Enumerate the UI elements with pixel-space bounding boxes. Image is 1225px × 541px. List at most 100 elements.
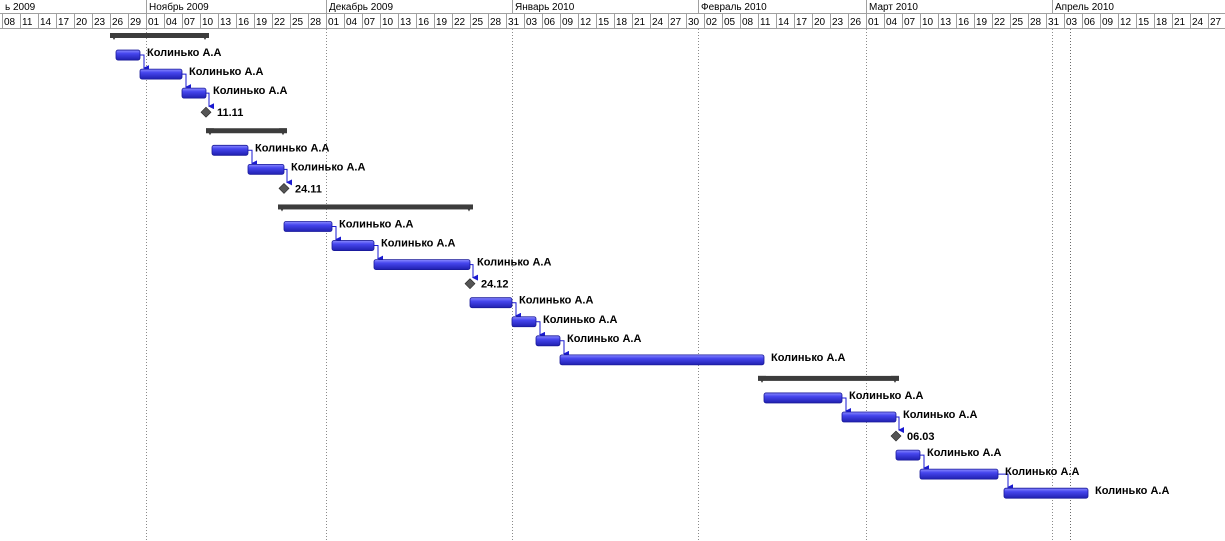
day-label: 28 — [490, 17, 502, 28]
day-label: 13 — [940, 17, 952, 28]
task: Колинько А.А — [841, 409, 977, 423]
day-label: 12 — [580, 17, 592, 28]
day-label: 14 — [778, 17, 790, 28]
day-label: 12 — [1120, 17, 1132, 28]
dependency-links — [140, 54, 1013, 491]
summary-bar — [758, 375, 899, 381]
summary-bar — [110, 33, 209, 38]
milestone-diamond — [200, 106, 212, 118]
summary-end-cap — [279, 128, 287, 136]
task-resource-label: Колинько А.А — [771, 352, 845, 364]
day-label: 26 — [850, 17, 862, 28]
task-bar — [181, 87, 207, 99]
task: Колинько А.А — [181, 85, 287, 99]
day-label: 22 — [274, 17, 286, 28]
task-bar — [763, 392, 843, 404]
day-label: 19 — [436, 17, 448, 28]
task-bars: Колинько А.А Колинько А.А Колинько А.А 11.1… — [110, 33, 1169, 499]
day-label: 17 — [796, 17, 808, 28]
day-label: 11 — [760, 17, 771, 28]
task: Колинько А.А — [139, 66, 263, 80]
task: Колинько А.А — [895, 447, 1001, 461]
task: Колинько А.А — [535, 333, 641, 347]
day-label: 22 — [994, 17, 1006, 28]
task-resource-label: Колинько А.А — [927, 447, 1001, 459]
timescale-gridlines — [146, 29, 1071, 541]
task-bar — [535, 335, 561, 347]
task-resource-label: Колинько А.А — [255, 142, 329, 154]
summary-task — [110, 33, 209, 40]
day-label: 31 — [508, 17, 520, 28]
dependency-link — [560, 340, 569, 357]
day-label: 10 — [202, 17, 214, 28]
day-label: 01 — [868, 17, 880, 28]
day-label: 10 — [922, 17, 934, 28]
day-label: 01 — [148, 17, 160, 28]
milestone-date-label: 24.12 — [481, 279, 509, 291]
summary-start-cap — [758, 375, 766, 383]
dependency-link — [920, 454, 929, 472]
day-label: 21 — [1174, 17, 1186, 28]
day-label: 06 — [1084, 17, 1096, 28]
day-label: 01 — [328, 17, 340, 28]
summary-start-cap — [278, 204, 286, 212]
task: Колинько А.А — [511, 314, 617, 328]
day-label: 22 — [454, 17, 466, 28]
day-label: 04 — [346, 17, 358, 28]
task-resource-label: Колинько А.А — [1005, 466, 1079, 478]
dependency-link — [248, 149, 257, 167]
milestone: 24.12 — [464, 278, 509, 291]
task: Колинько А.А — [247, 161, 365, 175]
summary-task — [206, 128, 287, 136]
month-label: Ноябрь 2009 — [149, 1, 209, 13]
task-bar — [469, 297, 513, 309]
dependency-link — [998, 473, 1013, 491]
task-resource-label: Колинько А.А — [189, 66, 263, 78]
task-bar — [283, 221, 333, 232]
milestone-diamond — [890, 430, 902, 442]
day-label: 16 — [238, 17, 250, 28]
dependency-link — [896, 416, 904, 434]
task-bar — [247, 163, 285, 175]
day-label: 11 — [22, 17, 33, 28]
day-label: 29 — [130, 17, 142, 28]
task-bar — [1003, 487, 1089, 499]
task: Колинько А.А — [469, 295, 593, 309]
task-resource-label: Колинько А.А — [381, 238, 455, 250]
day-label: 15 — [1138, 17, 1150, 28]
day-label: 23 — [94, 17, 106, 28]
task-bar — [895, 449, 921, 461]
summary-task — [758, 375, 899, 383]
month-label: Декабрь 2009 — [329, 1, 393, 13]
dependency-link — [332, 226, 341, 243]
task-resource-label: Колинько А.А — [1095, 485, 1169, 497]
day-label: 21 — [634, 17, 646, 28]
task-bar — [919, 468, 999, 480]
day-label: 04 — [886, 17, 898, 28]
milestone-diamond — [464, 278, 476, 290]
day-label: 03 — [526, 17, 538, 28]
dependency-link — [470, 264, 478, 281]
day-label: 25 — [292, 17, 304, 28]
task: Колинько А.А — [115, 47, 221, 61]
day-label: 18 — [616, 17, 628, 28]
dependency-link — [206, 92, 214, 110]
day-label: 27 — [670, 17, 682, 28]
day-label: 25 — [472, 17, 484, 28]
day-label: 14 — [40, 17, 52, 28]
dependency-link — [182, 73, 191, 91]
day-label: 18 — [1156, 17, 1168, 28]
day-label: 24 — [652, 17, 664, 28]
milestone: 06.03 — [890, 430, 935, 443]
task: Колинько А.А — [919, 466, 1079, 480]
task-bar — [115, 49, 141, 61]
task-bar — [139, 68, 183, 80]
dependency-link — [842, 397, 851, 414]
milestone-date-label: 11.11 — [217, 107, 243, 119]
day-label: 06 — [544, 17, 556, 28]
summary-bar — [278, 204, 473, 210]
task-bar — [331, 240, 375, 251]
day-label: 05 — [724, 17, 736, 28]
month-label: ь 2009 — [5, 2, 36, 13]
